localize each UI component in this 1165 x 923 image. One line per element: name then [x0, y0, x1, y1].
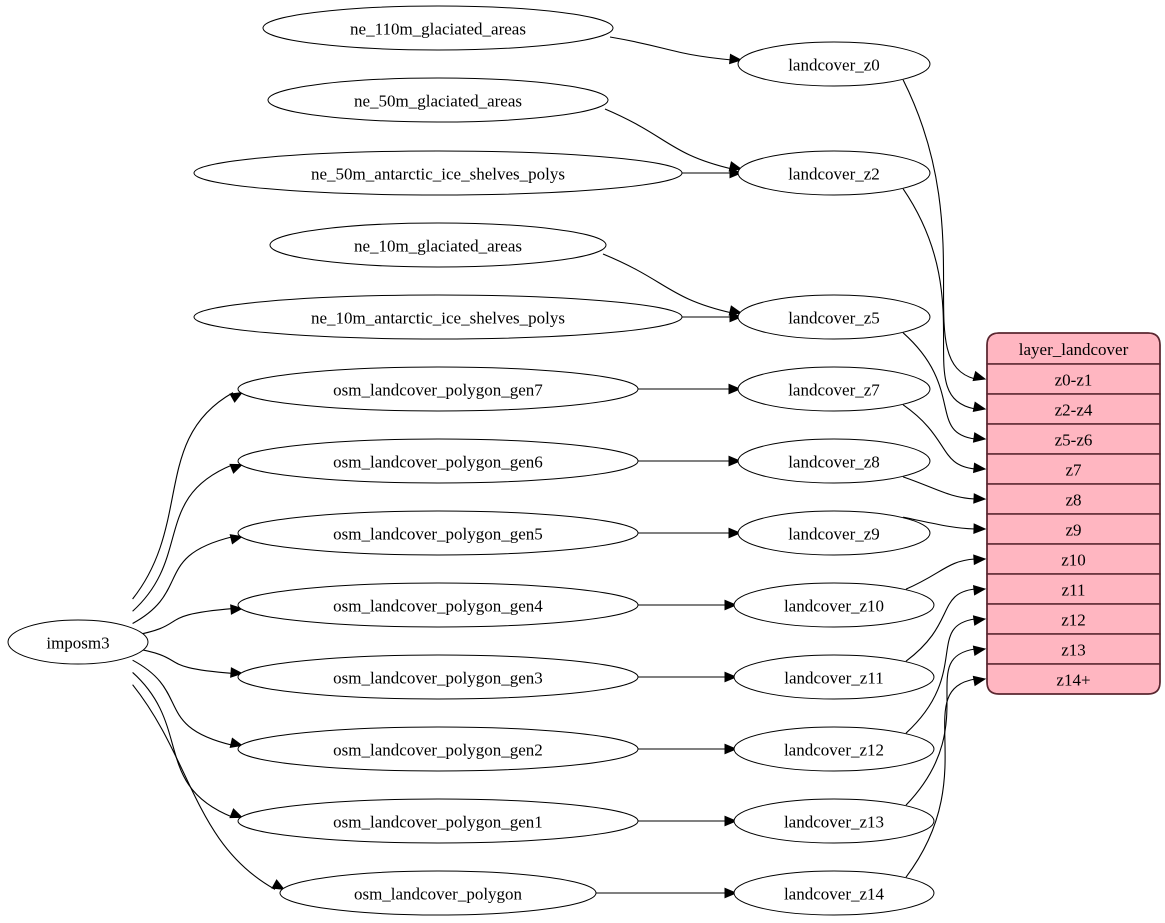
- table-row-z9[interactable]: [986, 513, 1161, 545]
- edge-imposm3-to-osm_landcover_polygon_gen6: [132, 463, 244, 612]
- edge-ne_50m_glaciated_areas-to-landcover_z2: [604, 108, 743, 172]
- node-landcover_z8[interactable]: landcover_z8: [737, 438, 931, 484]
- edge-osm_landcover_polygon_gen7-to-landcover_z7: [638, 383, 742, 395]
- node-landcover_z0[interactable]: landcover_z0: [737, 41, 931, 87]
- node-ne_10m_glaciated_areas[interactable]: ne_10m_glaciated_areas: [269, 222, 607, 268]
- edge-landcover_z7-to-table-row-3: [902, 404, 987, 474]
- edge-landcover_z10-to-table-row-6: [905, 554, 987, 590]
- edge-landcover_z11-to-table-row-7: [905, 584, 987, 662]
- edge-imposm3-to-osm_landcover_polygon_gen4: [132, 604, 244, 637]
- edge-osm_landcover_polygon_gen1-to-landcover_z13: [638, 815, 738, 827]
- node-osm_landcover_polygon_gen7[interactable]: osm_landcover_polygon_gen7: [237, 366, 639, 412]
- edge-imposm3-to-osm_landcover_polygon: [132, 684, 286, 891]
- node-landcover_z11[interactable]: landcover_z11: [733, 654, 935, 700]
- table-outline: [986, 332, 1161, 695]
- node-osm_landcover_polygon_gen3[interactable]: osm_landcover_polygon_gen3: [237, 654, 639, 700]
- table-header-cell: [986, 332, 1161, 365]
- table-row-z11[interactable]: [986, 573, 1161, 605]
- node-landcover_z5[interactable]: landcover_z5: [737, 294, 931, 340]
- table-row-z7[interactable]: [986, 453, 1161, 485]
- node-landcover_z9[interactable]: landcover_z9: [737, 510, 931, 556]
- edge-imposm3-to-osm_landcover_polygon_gen7: [132, 391, 244, 600]
- edges-layer: [132, 36, 987, 899]
- node-ne_50m_antarctic_ice_shelves_polys[interactable]: ne_50m_antarctic_ice_shelves_polys: [193, 150, 683, 196]
- edge-osm_landcover_polygon_gen2-to-landcover_z12: [638, 743, 738, 755]
- node-landcover_z12[interactable]: landcover_z12: [733, 726, 935, 772]
- node-ne_10m_antarctic_ice_shelves_polys[interactable]: ne_10m_antarctic_ice_shelves_polys: [193, 294, 683, 340]
- edge-ne_50m_antarctic_ice_shelves_polys-to-landcover_z2: [679, 167, 743, 179]
- node-osm_landcover_polygon_gen1[interactable]: osm_landcover_polygon_gen1: [237, 798, 639, 844]
- edge-osm_landcover_polygon_gen4-to-landcover_z10: [638, 599, 738, 611]
- node-ne_50m_glaciated_areas[interactable]: ne_50m_glaciated_areas: [267, 77, 609, 123]
- edge-landcover_z0-to-table-row-0: [902, 79, 987, 382]
- edge-ne_10m_antarctic_ice_shelves_polys-to-landcover_z5: [679, 311, 743, 323]
- edge-landcover_z12-to-table-row-8: [905, 615, 987, 734]
- table-row-z10[interactable]: [986, 543, 1161, 575]
- edge-imposm3-to-osm_landcover_polygon_gen2: [132, 659, 244, 748]
- edge-landcover_z14-to-table-row-10: [905, 675, 987, 878]
- table-row-z0-z1[interactable]: [986, 363, 1161, 395]
- edge-osm_landcover_polygon_gen3-to-landcover_z11: [638, 671, 738, 683]
- node-landcover_z13[interactable]: landcover_z13: [733, 798, 935, 844]
- table-row-z12[interactable]: [986, 603, 1161, 635]
- edge-imposm3-to-osm_landcover_polygon_gen1: [132, 672, 244, 819]
- edge-landcover_z9-to-table-row-5: [903, 516, 987, 534]
- table-row-z2-z4[interactable]: [986, 393, 1161, 425]
- edge-osm_landcover_polygon_gen6-to-landcover_z8: [638, 455, 742, 467]
- edge-imposm3-to-osm_landcover_polygon_gen3: [132, 647, 244, 678]
- edge-imposm3-to-osm_landcover_polygon_gen5: [132, 534, 244, 624]
- edge-ne_110m_glaciated_areas-to-landcover_z0: [609, 36, 743, 65]
- table-row-z13[interactable]: [986, 633, 1161, 665]
- edge-osm_landcover_polygon_gen5-to-landcover_z9: [638, 527, 742, 539]
- node-osm_landcover_polygon_gen5[interactable]: osm_landcover_polygon_gen5: [237, 510, 639, 556]
- node-osm_landcover_polygon_gen6[interactable]: osm_landcover_polygon_gen6: [237, 438, 639, 484]
- table-row-z14+[interactable]: [986, 663, 1161, 695]
- layer-landcover-table[interactable]: layer_landcoverz0-z1z2-z4z5-z6z7z8z9z10z…: [986, 332, 1161, 695]
- edge-osm_landcover_polygon-to-landcover_z14: [596, 887, 738, 899]
- node-landcover_z7[interactable]: landcover_z7: [737, 366, 931, 412]
- node-osm_landcover_polygon[interactable]: osm_landcover_polygon: [279, 870, 597, 916]
- node-imposm3[interactable]: imposm3: [7, 619, 149, 665]
- node-ne_110m_glaciated_areas[interactable]: ne_110m_glaciated_areas: [262, 5, 614, 51]
- node-landcover_z10[interactable]: landcover_z10: [733, 582, 935, 628]
- edge-landcover_z5-to-table-row-2: [902, 332, 987, 443]
- node-landcover_z14[interactable]: landcover_z14: [733, 870, 935, 916]
- table-row-z5-z6[interactable]: [986, 423, 1161, 455]
- table-row-z8[interactable]: [986, 483, 1161, 515]
- edge-landcover_z8-to-table-row-4: [902, 476, 987, 504]
- edge-landcover_z2-to-table-row-1: [902, 188, 987, 412]
- node-landcover_z2[interactable]: landcover_z2: [737, 150, 931, 196]
- node-osm_landcover_polygon_gen4[interactable]: osm_landcover_polygon_gen4: [237, 582, 639, 628]
- node-osm_landcover_polygon_gen2[interactable]: osm_landcover_polygon_gen2: [237, 726, 639, 772]
- nodes-layer: imposm3 ne_110m_glaciated_areas ne_50m_gla…: [7, 5, 935, 916]
